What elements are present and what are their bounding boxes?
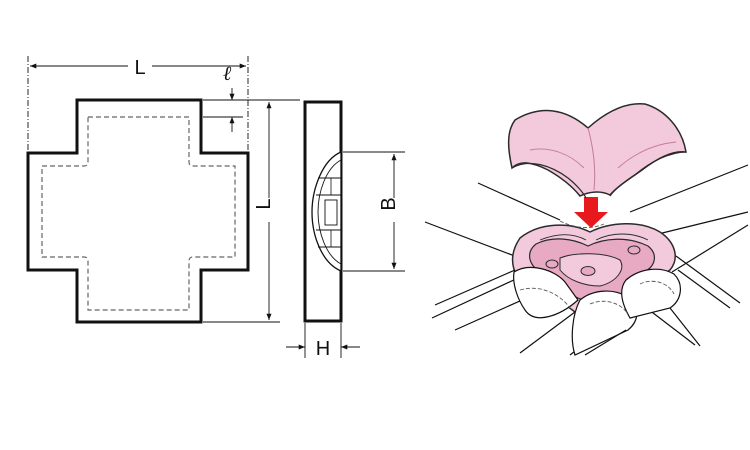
cross-outline <box>26 98 250 324</box>
label-length-top: L <box>134 57 145 79</box>
pipe-right-front <box>621 268 681 319</box>
side-ribs-bulge <box>311 151 342 272</box>
cross-inner-dashed <box>41 116 236 311</box>
label-width: B <box>378 197 400 210</box>
label-lip: ℓ <box>223 63 232 85</box>
cover-top <box>507 103 687 197</box>
side-view: B H <box>286 100 405 360</box>
install-arrow-icon <box>574 197 608 228</box>
installation-illustration <box>424 103 749 356</box>
pipe-left <box>513 267 579 319</box>
label-length-side: L <box>253 198 275 209</box>
plan-view: L ℓ L <box>26 55 300 324</box>
label-height: H <box>316 338 330 360</box>
